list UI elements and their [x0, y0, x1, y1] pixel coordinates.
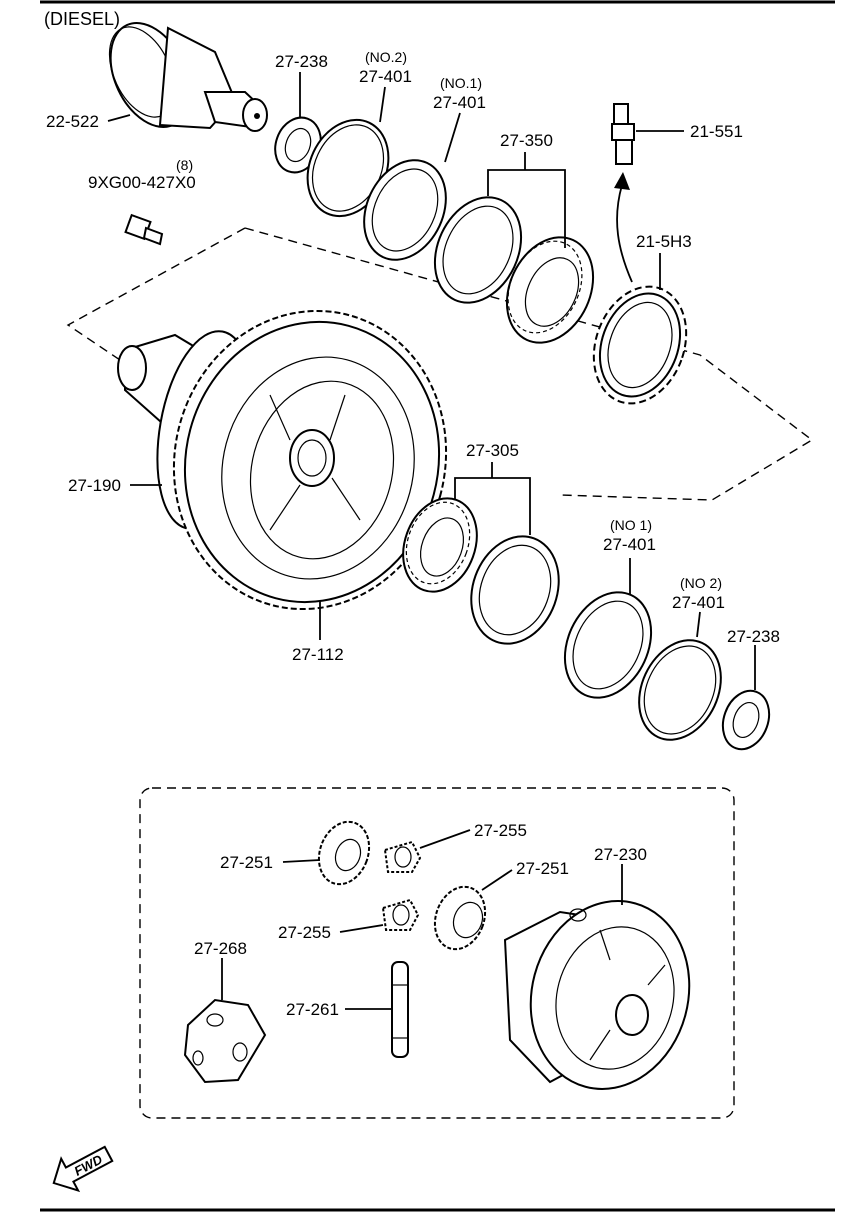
label-27-401-no2-top: 27-401	[359, 67, 412, 86]
label-27-305: 27-305	[466, 441, 519, 460]
label-27-251-a: 27-251	[220, 853, 273, 872]
label-27-238-top: 27-238	[275, 52, 328, 71]
part-27-305-bearing-cone[interactable]	[391, 488, 490, 602]
part-27-350-bearing-cone[interactable]	[491, 223, 610, 357]
leader-27-255-a	[419, 829, 471, 849]
leader-27-251-a	[282, 859, 321, 863]
label-27-401-no1-bottom-note: (NO 1)	[610, 517, 652, 533]
leader-27-350	[487, 169, 566, 248]
leader-27-401-no1-top	[444, 112, 461, 163]
part-27-401-shim-no1-top[interactable]	[349, 147, 462, 273]
diagram-title: (DIESEL)	[44, 9, 120, 29]
label-bolt-qty: (8)	[176, 157, 193, 173]
part-9XG00-427X0-bolt[interactable]	[124, 213, 164, 246]
part-27-401-shim-no1-bottom[interactable]	[549, 578, 668, 712]
label-22-522: 22-522	[46, 112, 99, 131]
part-27-255-pinion-gear-b[interactable]	[381, 898, 420, 931]
assembly-dashed-outline-right	[244, 227, 814, 501]
part-21-551-sensor[interactable]	[611, 103, 635, 165]
leader-27-401-no2-bottom	[696, 611, 701, 638]
label-27-268: 27-268	[194, 939, 247, 958]
leader-27-251-b	[481, 869, 513, 891]
part-27-350-bearing-cup[interactable]	[419, 183, 538, 317]
part-27-305-bearing-cup[interactable]	[457, 524, 574, 656]
leader-27-255-b	[339, 924, 384, 933]
label-27-401-no2-bottom: 27-401	[672, 593, 725, 612]
part-21-5H3-rotor[interactable]	[578, 274, 702, 417]
leader-27-401-no2-top	[379, 86, 386, 123]
part-27-238-oil-seal-bottom[interactable]	[715, 684, 777, 755]
part-27-268-holder[interactable]	[183, 998, 267, 1084]
label-27-255-a: 27-255	[474, 821, 527, 840]
label-27-261: 27-261	[286, 1000, 339, 1019]
label-27-230: 27-230	[594, 845, 647, 864]
label-27-401-no1-top: 27-401	[433, 93, 486, 112]
label-27-350: 27-350	[500, 131, 553, 150]
part-27-251-side-gear-b[interactable]	[427, 880, 494, 957]
label-27-238-bottom: 27-238	[727, 627, 780, 646]
part-27-251-side-gear-a[interactable]	[311, 815, 378, 892]
assembly-dashed-outline	[66, 227, 246, 361]
fwd-arrow-icon: FWD	[52, 1145, 114, 1193]
label-27-112: 27-112	[292, 645, 344, 664]
label-21-551: 21-551	[690, 122, 743, 141]
part-27-261-pinion-shaft[interactable]	[391, 961, 409, 1058]
label-21-5H3: 21-5H3	[636, 232, 692, 251]
install-arrow	[616, 184, 633, 283]
label-27-401-no1-top-note: (NO.1)	[440, 75, 482, 91]
label-27-190: 27-190	[68, 476, 121, 495]
part-22-522-joint[interactable]	[95, 10, 268, 139]
label-27-401-no2-bottom-note: (NO 2)	[680, 575, 722, 591]
label-27-401-no1-bottom: 27-401	[603, 535, 656, 554]
part-27-401-shim-no2-bottom[interactable]	[624, 627, 737, 753]
label-9XG00-427X0: 9XG00-427X0	[88, 173, 196, 192]
internals-dashed-box	[139, 787, 735, 1119]
label-27-255-b: 27-255	[278, 923, 331, 942]
label-27-251-b: 27-251	[516, 859, 569, 878]
label-27-401-no2-top-note: (NO.2)	[365, 49, 407, 65]
part-27-230-differential-case[interactable]	[503, 883, 710, 1107]
install-arrow-head	[614, 172, 630, 190]
leader-22-522	[107, 114, 131, 122]
part-27-112-ring-gear[interactable]	[141, 280, 479, 640]
part-27-255-pinion-gear-a[interactable]	[383, 840, 422, 873]
